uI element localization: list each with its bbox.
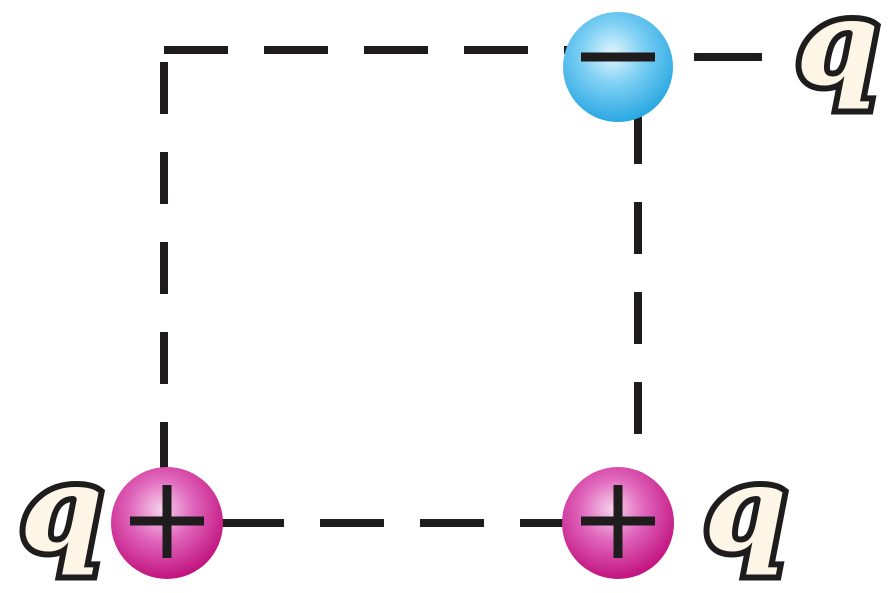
charge-label-bottom-right: q	[704, 439, 787, 578]
dashed-square	[160, 46, 762, 527]
plus-icon	[581, 485, 655, 558]
negative-charge	[563, 12, 673, 122]
plus-icon	[130, 485, 204, 558]
negative-charge-sphere	[563, 12, 673, 122]
charge-label-bottom-left: q	[20, 439, 103, 578]
positive-charge-right	[562, 467, 674, 579]
positive-charge-left	[111, 467, 223, 579]
charge-label-top-right: q	[796, 0, 879, 112]
